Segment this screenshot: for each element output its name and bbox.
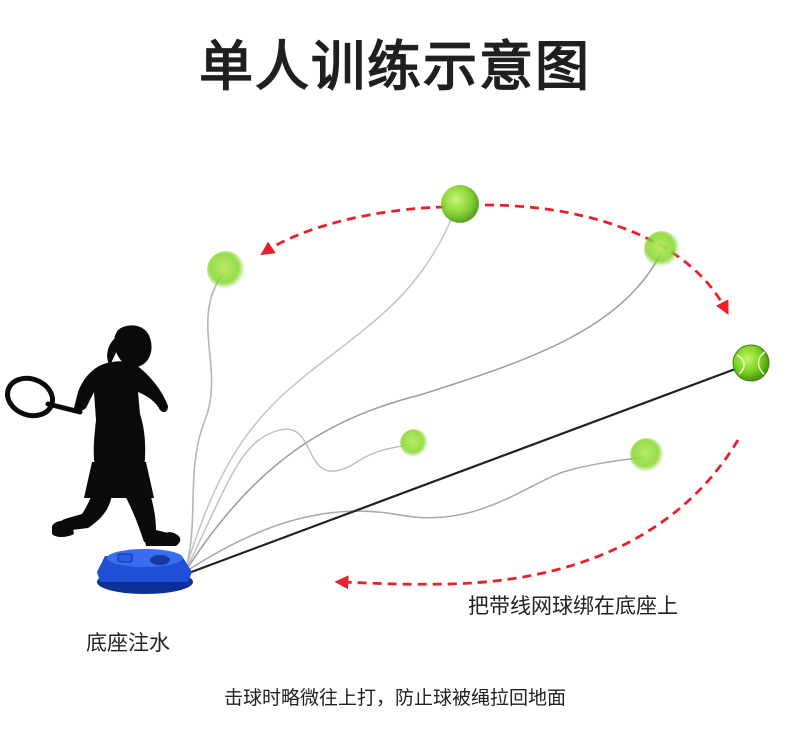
rope-trails xyxy=(184,209,661,573)
arrow-bottom xyxy=(334,439,740,590)
tennis-ball-icon xyxy=(644,231,680,267)
diagram-title: 单人训练示意图 xyxy=(199,35,591,98)
tennis-ball-icon xyxy=(441,185,479,223)
rope-trail-2 xyxy=(184,209,456,573)
rope-trail-1 xyxy=(184,274,223,573)
main-rope xyxy=(185,366,739,576)
arrow-top-left xyxy=(260,205,446,256)
base-label: 底座注水 xyxy=(86,631,170,655)
rope-trail-4 xyxy=(184,428,413,573)
rope-trail-3 xyxy=(184,254,661,573)
training-base-icon xyxy=(97,549,193,594)
rope-trail-5 xyxy=(184,456,646,573)
ball-attached-label: 把带线网球绑在底座上 xyxy=(468,594,678,618)
arrow-top-right xyxy=(484,203,729,315)
tennis-ball-icon xyxy=(400,429,428,457)
tennis-ball-main-icon xyxy=(732,344,770,382)
ball-positions xyxy=(207,185,680,472)
tennis-ball-icon xyxy=(630,438,664,472)
player-silhouette-icon xyxy=(5,325,181,546)
tennis-ball-icon xyxy=(207,251,245,289)
instruction-text: 击球时略微往上打，防止球被绳拉回地面 xyxy=(223,687,566,709)
